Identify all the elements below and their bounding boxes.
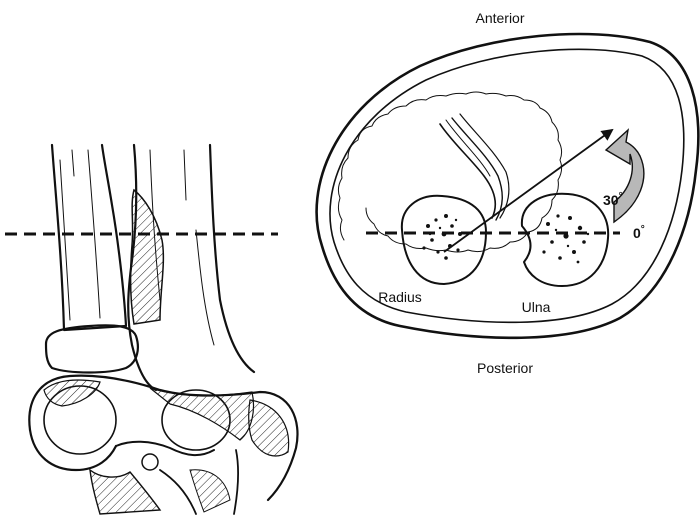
radius-marrow-speckle (422, 214, 462, 260)
posterior-label: Posterior (477, 360, 533, 376)
radius-cross-section (402, 196, 486, 284)
anterior-label: Anterior (475, 10, 524, 26)
ulna-cross-section (522, 194, 608, 286)
radius-shaft (52, 145, 126, 330)
arc-arrow (606, 130, 644, 222)
fracture-hatch (131, 190, 164, 324)
radius-label: Radius (378, 289, 422, 305)
elbow-bone-illustration (29, 145, 297, 514)
ulna-label: Ulna (522, 299, 551, 315)
ulna-marrow-speckle (542, 214, 589, 263)
radial-head (46, 325, 138, 372)
angle-0-label: 0° (633, 224, 645, 241)
